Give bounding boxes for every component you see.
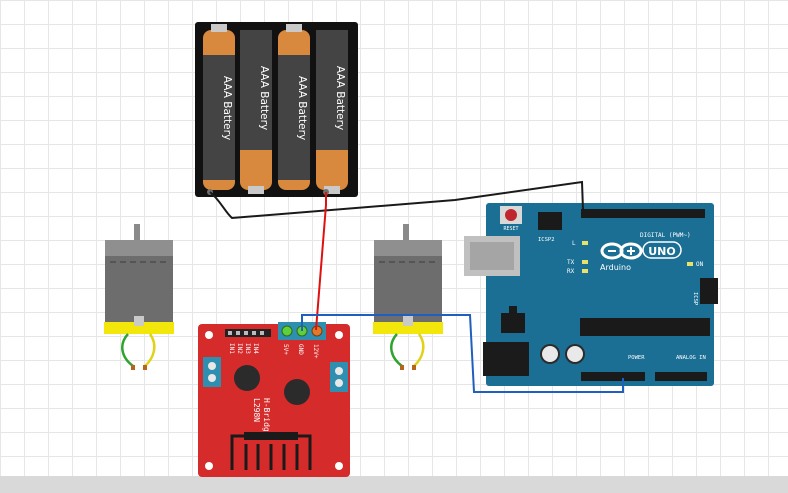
battery-cell-1: AAA Battery	[203, 24, 235, 190]
battery-label-2: AAA Battery	[258, 66, 270, 130]
motor-lead-green	[121, 333, 134, 368]
hbridge-board	[198, 324, 350, 477]
power-label: POWER	[628, 355, 645, 361]
arduino-uno[interactable]: RESET ICSP2 DIGITAL (PWM~) L TX RX ON	[464, 203, 718, 386]
hbridge-label-5v: 5V+	[282, 344, 289, 355]
motor-shaft	[134, 224, 140, 244]
battery-label-3: AAA Battery	[296, 76, 308, 140]
battery-label-1: AAA Battery	[221, 76, 233, 140]
motor-lead-yellow	[413, 333, 425, 367]
motor-mount	[104, 322, 174, 334]
icsp-label: ICSP	[692, 292, 698, 306]
hbridge-input-header[interactable]	[225, 329, 271, 337]
battery-label-4: AAA Battery	[334, 66, 346, 130]
hbridge-chip-name: L298N	[252, 398, 261, 422]
arduino-board	[486, 203, 714, 386]
motor-lead-green	[390, 333, 403, 368]
battery-cell-3: AAA Battery	[278, 24, 310, 190]
led-tx-label: TX	[567, 259, 575, 266]
hbridge-heatsink	[230, 434, 312, 470]
l298n-hbridge[interactable]: IN1 IN2 IN3 IN4 5V+ GND 12V+	[198, 322, 350, 477]
uno-badge	[642, 241, 682, 259]
bottom-scroll-strip	[0, 476, 788, 493]
motor-lead-yellow	[144, 333, 156, 367]
led-on-label: ON	[696, 261, 704, 268]
hbridge-motor-a-terminal[interactable]	[203, 357, 221, 387]
reset-label: RESET	[503, 226, 518, 232]
hbridge-label-12v: 12V+	[312, 344, 319, 359]
hbridge-pin-in2: IN2	[236, 343, 243, 354]
motor-mount	[373, 322, 443, 334]
hbridge-capacitor-1	[234, 365, 260, 391]
hbridge-pin-in3: IN3	[244, 343, 251, 354]
motor-shaft	[403, 224, 409, 244]
arduino-model: UNO	[648, 245, 676, 258]
hbridge-label-gnd: GND	[297, 344, 304, 355]
battery-pack[interactable]: AAA Battery AAA Battery AAA Battery	[195, 22, 358, 197]
digital-label: DIGITAL (PWM~)	[640, 232, 691, 239]
wire-battery-positive-to-12v[interactable]	[315, 192, 327, 331]
led-rx-label: RX	[567, 268, 575, 275]
digital-header[interactable]	[581, 209, 705, 218]
wire-gnd-to-arduino-gnd[interactable]	[301, 314, 624, 393]
hbridge-pin-in4: IN4	[252, 343, 259, 354]
arduino-logo	[600, 242, 643, 260]
hbridge-ic-chip	[244, 432, 298, 440]
icsp2-header[interactable]	[538, 212, 562, 230]
voltage-regulator	[501, 313, 525, 333]
battery-cell-2: AAA Battery	[240, 30, 272, 194]
icsp2-label: ICSP2	[538, 237, 555, 243]
led-l-label: L	[572, 240, 576, 247]
power-header[interactable]	[581, 372, 645, 381]
hbridge-chip-desc: H-Bridge	[262, 398, 271, 437]
hbridge-motor-b-terminal[interactable]	[330, 362, 348, 392]
battery-cell-4: AAA Battery	[316, 30, 348, 194]
dc-motor-left[interactable]	[104, 224, 174, 370]
atmega-chip	[580, 318, 710, 336]
icsp-header[interactable]	[700, 278, 718, 304]
wire-battery-negative-to-arduino-gnd[interactable]	[209, 180, 584, 220]
analog-label: ANALOG IN	[676, 355, 706, 361]
dc-motor-right[interactable]	[373, 224, 443, 370]
dc-power-jack[interactable]	[483, 342, 529, 376]
arduino-brand: Arduino	[600, 263, 631, 272]
hbridge-capacitor-2	[284, 379, 310, 405]
analog-header[interactable]	[655, 372, 707, 381]
hbridge-pin-in1: IN1	[228, 343, 235, 354]
